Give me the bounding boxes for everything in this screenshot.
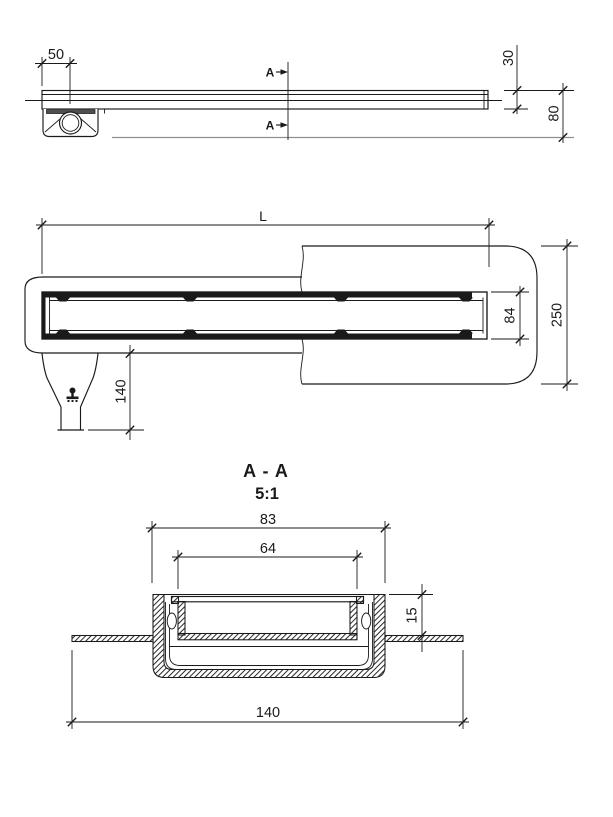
- outlet-pipe-outer: [58, 111, 83, 135]
- dimension-80: 80: [547, 83, 568, 143]
- floor-flange-wing-right: [384, 634, 464, 643]
- section-mark-label-bottom: A: [266, 119, 275, 133]
- dimension-15: 15: [389, 584, 433, 652]
- dimension-label: 250: [550, 303, 566, 327]
- liner-inner: [169, 604, 369, 666]
- grate-frame: [41, 291, 488, 340]
- plan-view: L: [24, 208, 578, 440]
- dimension-label: 15: [405, 607, 421, 623]
- outlet-symbol-base: [66, 396, 79, 400]
- section-arrow-head: [280, 69, 288, 75]
- gasket-tab: [98, 108, 105, 114]
- floor-flange-wing-left: [71, 634, 154, 643]
- grate-plate-curl-left: [170, 595, 180, 605]
- side-view: 50 A A 30 80: [25, 45, 574, 143]
- channel-cross-section: [71, 593, 464, 679]
- grate-clip: [56, 297, 70, 302]
- dimension-250: 250: [541, 239, 578, 391]
- dimension-label: L: [259, 208, 267, 224]
- section-mark-label-top: A: [266, 66, 275, 80]
- insert-wall-right: [349, 600, 358, 636]
- dimension-label: 80: [547, 105, 563, 121]
- dimension-83: 83: [146, 512, 391, 583]
- grate-clip: [334, 297, 348, 302]
- flange-left-section: [24, 276, 302, 354]
- grate-end-cap-left: [42, 292, 46, 339]
- outlet-symbol-foot: [67, 400, 70, 402]
- grate-clip: [183, 297, 197, 302]
- dimension-label: 84: [503, 307, 519, 323]
- section-scale: 5:1: [255, 485, 279, 503]
- grate-clip: [459, 329, 473, 334]
- grate-plate-curl-right: [355, 595, 365, 605]
- grate-clip: [183, 329, 197, 334]
- grate-band-top: [42, 292, 472, 298]
- dimension-140-span: 140: [66, 650, 469, 729]
- channel-body-side: [41, 89, 489, 110]
- dimension-label: 50: [48, 47, 64, 63]
- grate-plate: [170, 595, 365, 603]
- section-title: A - A: [243, 461, 289, 481]
- grate-clip: [459, 297, 473, 302]
- seal-bulge-left: [166, 612, 177, 630]
- dimension-label: 30: [501, 50, 517, 66]
- liner-outer: [165, 602, 373, 670]
- dimension-label: 140: [114, 379, 130, 403]
- funnel-side-left: [41, 353, 62, 430]
- dimension-64: 64: [172, 541, 363, 589]
- dimension-140-outlet: 140: [88, 345, 144, 440]
- outlet-symbol-foot: [71, 400, 74, 402]
- channel-outer-shell: [152, 593, 386, 679]
- outlet-symbol-foot: [75, 400, 78, 402]
- insert-wall-left: [177, 600, 186, 636]
- break-line-lower: [300, 338, 304, 385]
- dimension-L: L: [36, 208, 495, 274]
- break-line-upper: [300, 245, 304, 293]
- grate-clip: [334, 329, 348, 334]
- seal-bulge-right: [361, 612, 372, 630]
- flange-right-section: [302, 245, 538, 385]
- outlet-pipe-inner: [61, 114, 80, 132]
- dimension-84: 84: [491, 286, 529, 346]
- section-arrow-head: [280, 122, 288, 128]
- outlet-symbol-stem: [71, 392, 74, 397]
- section-view: A - A 5:1 83 64: [66, 461, 469, 729]
- grate-band-bottom: [42, 333, 472, 339]
- outlet-funnel: [41, 353, 99, 431]
- dimension-50: 50: [35, 47, 77, 104]
- dimension-label: 64: [260, 541, 276, 557]
- section-cut-marks: A A: [266, 62, 289, 140]
- insert-bottom: [177, 632, 358, 641]
- funnel-side-right: [79, 353, 99, 430]
- dimension-label: 140: [256, 705, 280, 721]
- dimension-label: 83: [260, 512, 276, 528]
- grate-plan: [41, 291, 488, 340]
- grate-clip: [56, 329, 70, 334]
- outlet-symbol-head: [69, 387, 76, 394]
